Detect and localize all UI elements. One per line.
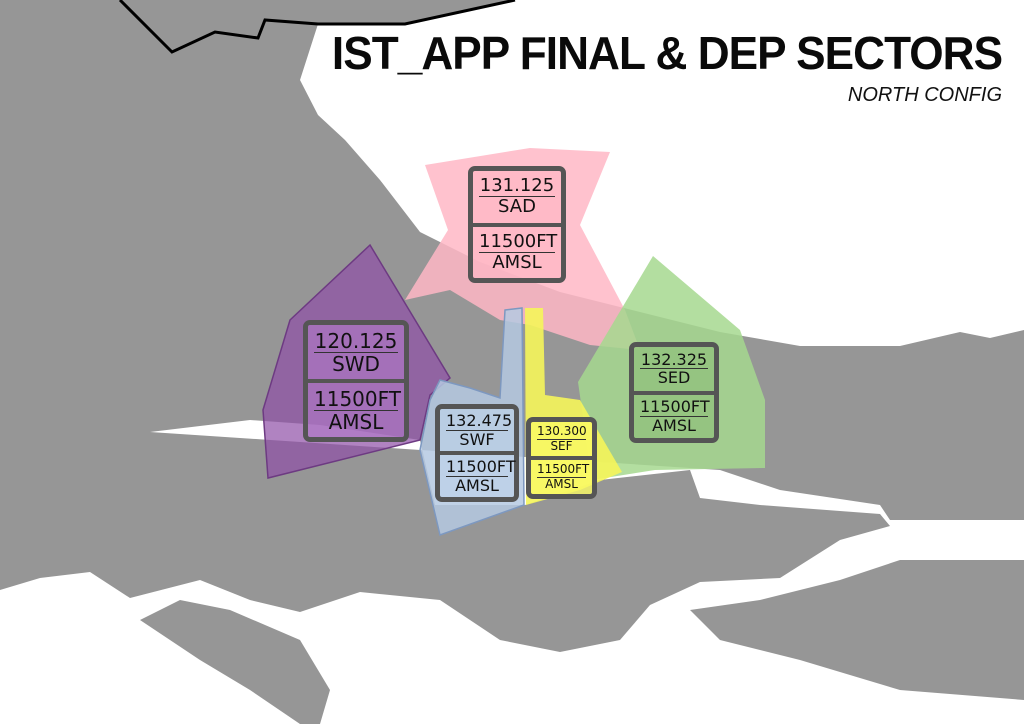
map-subtitle: NORTH CONFIG: [847, 84, 1002, 106]
altitude-ref: AMSL: [455, 475, 499, 495]
sector-name: SEF: [550, 438, 573, 453]
altitude: 11500FT: [537, 462, 590, 478]
sector-name: SWD: [332, 351, 380, 376]
frequency: 120.125: [314, 328, 398, 353]
altitude: 11500FT: [479, 230, 558, 253]
frequency: 132.475: [446, 410, 513, 431]
sector-name: SWF: [459, 429, 495, 449]
altitude-ref: AMSL: [545, 476, 578, 491]
frequency: 131.125: [479, 175, 555, 198]
altitude-ref: AMSL: [328, 409, 384, 434]
sector-name: SAD: [498, 196, 536, 218]
altitude: 11500FT: [446, 456, 516, 477]
coastline-border: [118, 0, 516, 54]
sector-name: SED: [657, 368, 691, 388]
altitude-ref: AMSL: [492, 251, 542, 273]
frequency: 132.325: [640, 349, 708, 370]
altitude: 11500FT: [314, 386, 401, 411]
land-south: [0, 420, 1024, 724]
altitude-ref: AMSL: [652, 415, 696, 435]
map-title: IST_APP FINAL & DEP SECTORS: [331, 27, 1003, 79]
altitude: 11500FT: [640, 397, 710, 417]
frequency: 130.300: [537, 424, 587, 440]
